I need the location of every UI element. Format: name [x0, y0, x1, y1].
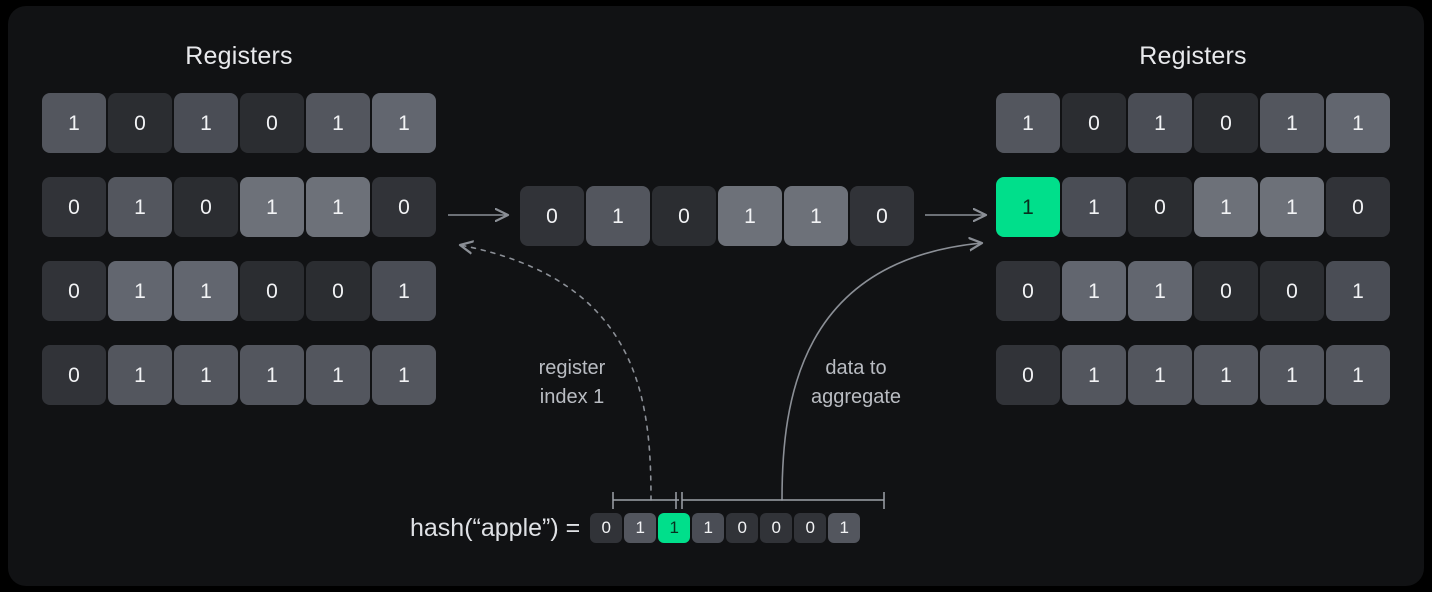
register-cell: 1 [1128, 345, 1192, 405]
register-cell: 0 [1326, 177, 1390, 237]
register-cell: 0 [850, 186, 914, 246]
register-cell: 1 [240, 345, 304, 405]
hash-bit: 1 [692, 513, 725, 543]
hash-bit: 1 [658, 513, 691, 543]
right-registers-title: Registers [1139, 42, 1247, 70]
register-cell: 0 [240, 93, 304, 153]
hash-bit: 1 [624, 513, 657, 543]
register-cell: 0 [306, 261, 370, 321]
register-cell: 1 [1194, 177, 1258, 237]
register-cell: 1 [996, 93, 1060, 153]
register-cell: 0 [996, 261, 1060, 321]
register-cell: 0 [108, 93, 172, 153]
register-cell: 0 [240, 261, 304, 321]
hash-bit: 0 [726, 513, 759, 543]
register-cell: 0 [520, 186, 584, 246]
register-cell: 1 [372, 261, 436, 321]
register-cell: 0 [996, 345, 1060, 405]
register-cell: 1 [108, 345, 172, 405]
register-cell: 1 [1128, 93, 1192, 153]
register-cell: 0 [42, 345, 106, 405]
register-cell: 1 [1326, 345, 1390, 405]
register-cell: 0 [1260, 261, 1324, 321]
register-cell: 1 [372, 345, 436, 405]
register-cell: 0 [1194, 261, 1258, 321]
register-cell: 1 [306, 93, 370, 153]
register-cell: 1 [1194, 345, 1258, 405]
register-cell: 0 [652, 186, 716, 246]
hash-bit: 0 [760, 513, 793, 543]
register-cell: 1 [1260, 177, 1324, 237]
register-cell: 1 [108, 177, 172, 237]
register-cell: 0 [1128, 177, 1192, 237]
register-cell: 1 [1260, 345, 1324, 405]
register-cell: 1 [1128, 261, 1192, 321]
register-cell: 1 [718, 186, 782, 246]
register-cell: 0 [372, 177, 436, 237]
register-cell: 1 [1062, 261, 1126, 321]
register-cell: 1 [1062, 177, 1126, 237]
register-cell: 1 [240, 177, 304, 237]
register-cell: 1 [1326, 261, 1390, 321]
register-cell: 0 [1194, 93, 1258, 153]
left-registers-title: Registers [185, 42, 293, 70]
register-cell: 0 [42, 177, 106, 237]
hash-bit: 0 [794, 513, 827, 543]
register-cell: 0 [42, 261, 106, 321]
data-to-aggregate-label: data to aggregate [810, 357, 902, 408]
hash-label: hash(“apple”) = [410, 513, 581, 542]
register-cell: 1 [1326, 93, 1390, 153]
register-cell: 1 [372, 93, 436, 153]
register-cell: 1 [174, 93, 238, 153]
register-index-label: register index 1 [538, 357, 606, 408]
register-cell: 1 [996, 177, 1060, 237]
register-cell: 1 [306, 345, 370, 405]
hash-bit: 1 [828, 513, 861, 543]
register-cell: 1 [108, 261, 172, 321]
hash-bit: 0 [590, 513, 623, 543]
register-cell: 1 [784, 186, 848, 246]
register-cell: 1 [1062, 345, 1126, 405]
register-cell: 1 [42, 93, 106, 153]
register-cell: 0 [174, 177, 238, 237]
register-cell: 1 [306, 177, 370, 237]
register-cell: 1 [174, 345, 238, 405]
register-cell: 1 [1260, 93, 1324, 153]
register-cell: 1 [174, 261, 238, 321]
register-cell: 0 [1062, 93, 1126, 153]
register-cell: 1 [586, 186, 650, 246]
